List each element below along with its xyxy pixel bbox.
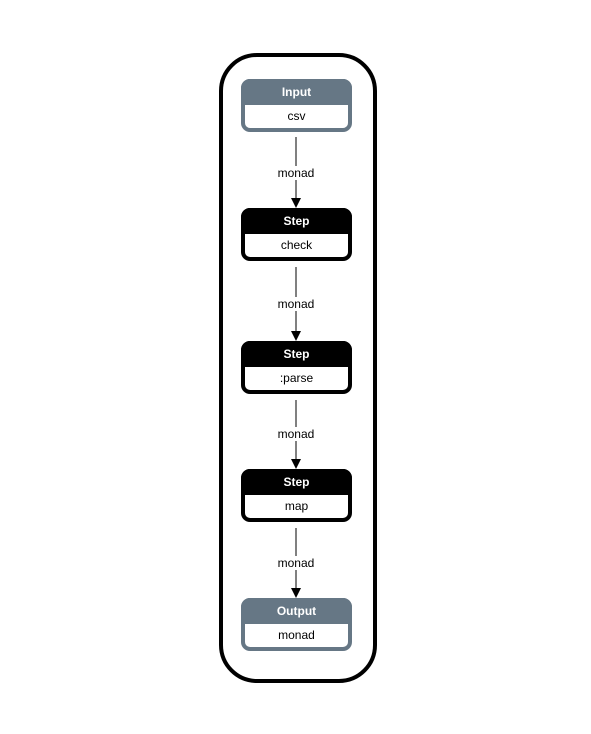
edge-label-2: monad: [246, 297, 346, 311]
node-input-body: csv: [245, 105, 348, 128]
edge-label-1: monad: [246, 166, 346, 180]
node-step-parse-header: Step: [241, 341, 352, 367]
node-step-map[interactable]: Step map: [241, 469, 352, 522]
node-input[interactable]: Input csv: [241, 79, 352, 132]
node-output-header: Output: [241, 598, 352, 624]
node-input-header: Input: [241, 79, 352, 105]
edge-label-3: monad: [246, 427, 346, 441]
node-step-check-header: Step: [241, 208, 352, 234]
node-step-map-body: map: [245, 495, 348, 518]
pipeline-container: [219, 53, 377, 683]
edge-label-4: monad: [246, 556, 346, 570]
node-step-parse[interactable]: Step :parse: [241, 341, 352, 394]
node-step-parse-body: :parse: [245, 367, 348, 390]
node-step-check-body: check: [245, 234, 348, 257]
node-step-check[interactable]: Step check: [241, 208, 352, 261]
node-output-body: monad: [245, 624, 348, 647]
node-output[interactable]: Output monad: [241, 598, 352, 651]
node-step-map-header: Step: [241, 469, 352, 495]
